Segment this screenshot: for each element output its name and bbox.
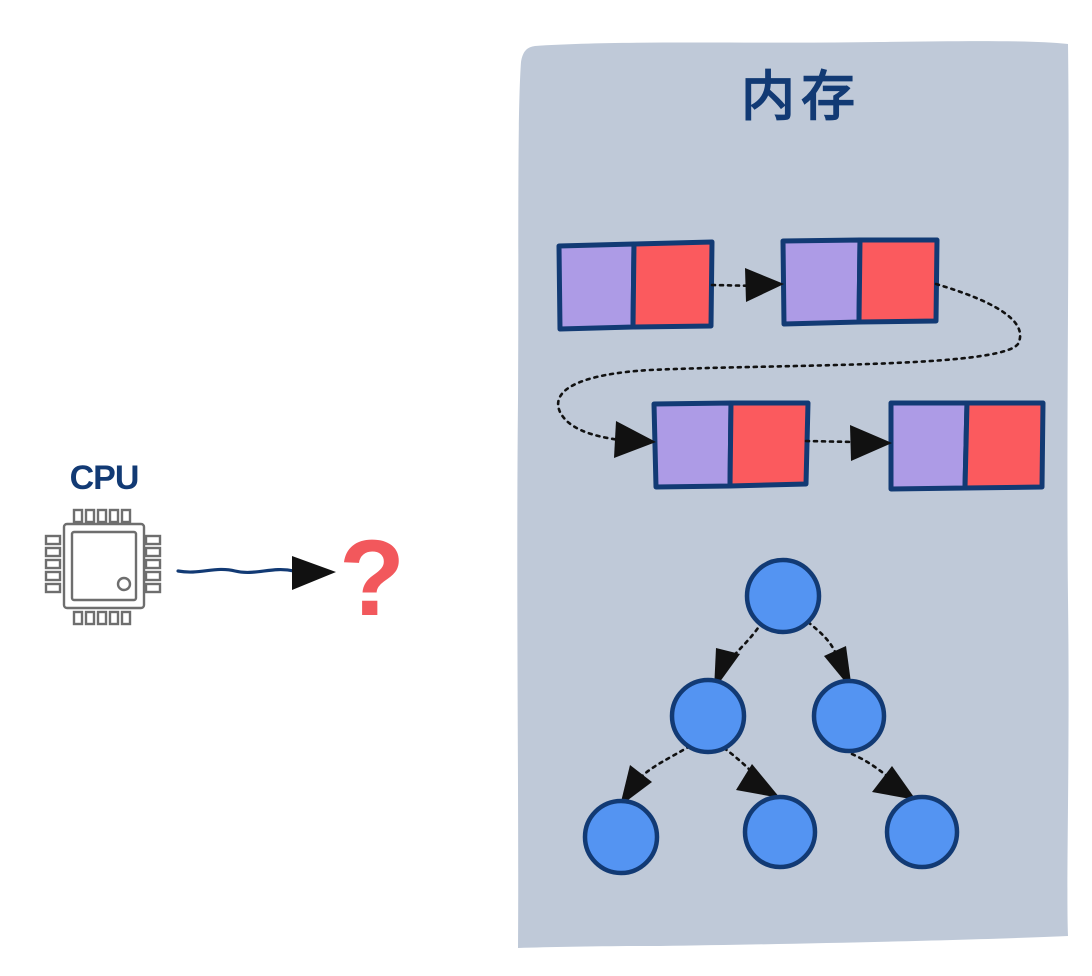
arrowhead-cpu xyxy=(292,556,336,590)
list-node xyxy=(651,400,811,490)
list-node-data-cell xyxy=(556,241,637,332)
tree-arrowhead xyxy=(620,765,652,806)
chip-dot xyxy=(116,576,132,592)
chip-icon xyxy=(44,508,162,626)
memory-title: 内存 xyxy=(741,64,861,128)
list-node-data-cell xyxy=(780,237,863,327)
chip-body xyxy=(62,522,146,610)
list-node-pointer-cell xyxy=(630,239,715,330)
tree-arrowhead xyxy=(872,766,916,800)
list-arrowhead xyxy=(614,421,656,458)
list-node-pointer-cell xyxy=(962,400,1046,491)
tree-node-root xyxy=(744,557,822,635)
list-pointer xyxy=(557,282,1022,442)
list-node xyxy=(556,239,715,332)
chip-die xyxy=(70,530,138,602)
tree-arrowhead xyxy=(714,648,740,690)
tree-node-left-left xyxy=(582,798,660,876)
list-node-data-cell xyxy=(651,400,734,490)
tree-edge xyxy=(806,620,838,656)
linked-list xyxy=(556,237,1046,492)
cpu-group: CPU xyxy=(44,459,162,626)
cpu-label: CPU xyxy=(70,459,139,497)
tree-node-left-right xyxy=(742,794,818,870)
binary-tree xyxy=(582,557,960,876)
tree-node-right-right xyxy=(884,794,960,870)
chip-left-pins xyxy=(44,534,62,594)
list-arrowhead xyxy=(745,268,784,302)
list-node xyxy=(888,400,1046,492)
tree-node-right xyxy=(811,678,887,754)
question-mark: ? xyxy=(339,517,405,638)
tree-arrowhead xyxy=(736,764,780,798)
list-pointer xyxy=(804,439,857,444)
list-node xyxy=(780,237,940,327)
chip-top-pins xyxy=(72,508,132,524)
tree-node-left xyxy=(669,677,747,755)
chip-bottom-pins xyxy=(72,610,132,626)
list-arrowhead xyxy=(850,425,892,461)
list-node-pointer-cell xyxy=(856,237,940,325)
list-node-data-cell xyxy=(888,400,970,492)
tree-edge xyxy=(638,744,692,780)
memory-panel: 内存 xyxy=(517,41,1069,948)
tree-edge xyxy=(850,752,894,782)
cpu-arrow xyxy=(176,556,336,590)
tree-edge xyxy=(728,620,764,662)
chip-right-pins xyxy=(144,534,162,594)
list-node-pointer-cell xyxy=(727,400,811,489)
